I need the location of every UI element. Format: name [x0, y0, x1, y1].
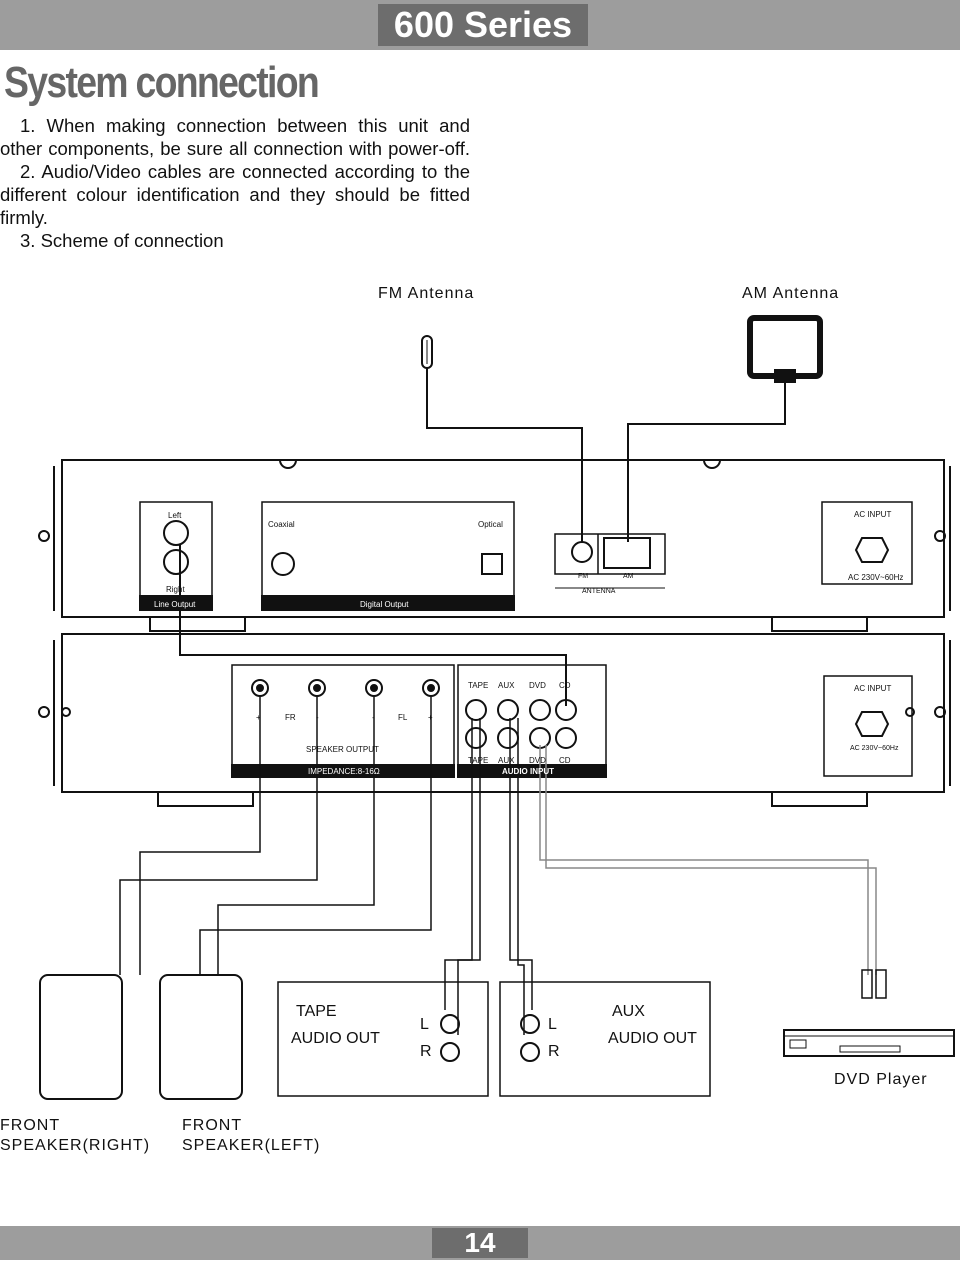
- bottom-unit: [38, 633, 951, 807]
- digital-output-label: Digital Output: [360, 600, 409, 609]
- aux-label: AUX: [612, 1003, 645, 1020]
- top-right-label: Right: [166, 585, 185, 594]
- dvd-player-label: DVD Player: [834, 1071, 928, 1088]
- input-bottom-tape: TAPE: [468, 756, 488, 765]
- instruction-3: 3. Scheme of connection: [20, 230, 224, 251]
- front-left-line2: SPEAKER(LEFT): [182, 1137, 321, 1154]
- front-right-line1: FRONT: [0, 1117, 61, 1134]
- tape-deck-box: [277, 981, 489, 1097]
- fr-plus: +: [256, 713, 261, 722]
- tape-audio-out: AUDIO OUT: [291, 1030, 380, 1047]
- instructions: 1. When making connection between this u…: [0, 114, 470, 252]
- tape-r-label: R: [420, 1043, 432, 1060]
- input-top-aux: AUX: [498, 681, 515, 690]
- fm-label: FM: [578, 573, 588, 580]
- fm-antenna-label: FM Antenna: [378, 285, 475, 302]
- bottom-ac-voltage: AC 230V~60Hz: [850, 745, 899, 752]
- am-antenna-icon: [627, 315, 823, 542]
- aux-l-label: L: [548, 1016, 557, 1033]
- input-top-cd: CD: [559, 681, 571, 690]
- fr-label: FR: [285, 713, 296, 722]
- input-bottom-dvd: DVD: [529, 756, 546, 765]
- tape-label: TAPE: [296, 1003, 337, 1020]
- front-speaker-left: [159, 974, 243, 1100]
- am-antenna-label: AM Antenna: [742, 285, 840, 302]
- top-unit: [38, 459, 951, 632]
- input-top-tape: TAPE: [468, 681, 488, 690]
- instruction-2: 2. Audio/Video cables are connected acco…: [0, 161, 470, 228]
- instruction-1: 1. When making connection between this u…: [0, 115, 470, 159]
- front-speaker-right: [39, 974, 123, 1100]
- input-top-dvd: DVD: [529, 681, 546, 690]
- optical-label: Optical: [478, 520, 503, 529]
- fl-plus: +: [428, 713, 433, 722]
- line-output-label: Line Output: [154, 600, 196, 609]
- series-badge: 600 Series: [378, 4, 588, 46]
- top-left-label: Left: [168, 511, 182, 520]
- page-title: System connection: [4, 58, 320, 107]
- aux-audio-out: AUDIO OUT: [608, 1030, 697, 1047]
- coaxial-label: Coaxial: [268, 520, 295, 529]
- fl-minus: -: [372, 713, 375, 722]
- fm-antenna-icon: [421, 335, 583, 542]
- antenna-label: ANTENNA: [582, 588, 616, 595]
- impedance-label: IMPEDANCE:8-16Ω: [308, 767, 380, 776]
- bottom-ac-input: AC INPUT: [854, 684, 891, 693]
- audio-input-label: AUDIO INPUT: [502, 767, 554, 776]
- am-label: AM: [623, 573, 634, 580]
- fl-label: FL: [398, 713, 408, 722]
- front-left-line1: FRONT: [182, 1117, 243, 1134]
- aux-r-label: R: [548, 1043, 560, 1060]
- input-bottom-cd: CD: [559, 756, 571, 765]
- page-number: 14: [432, 1228, 528, 1258]
- top-ac-input: AC INPUT: [854, 510, 891, 519]
- aux-box: [499, 981, 711, 1097]
- dvd-player-icon: [783, 1029, 955, 1057]
- speaker-output-label: SPEAKER OUTPUT: [306, 745, 379, 754]
- fr-minus: -: [316, 713, 319, 722]
- top-ac-voltage: AC 230V~60Hz: [848, 573, 903, 582]
- front-right-line2: SPEAKER(RIGHT): [0, 1137, 151, 1154]
- input-bottom-aux: AUX: [498, 756, 515, 765]
- tape-l-label: L: [420, 1016, 429, 1033]
